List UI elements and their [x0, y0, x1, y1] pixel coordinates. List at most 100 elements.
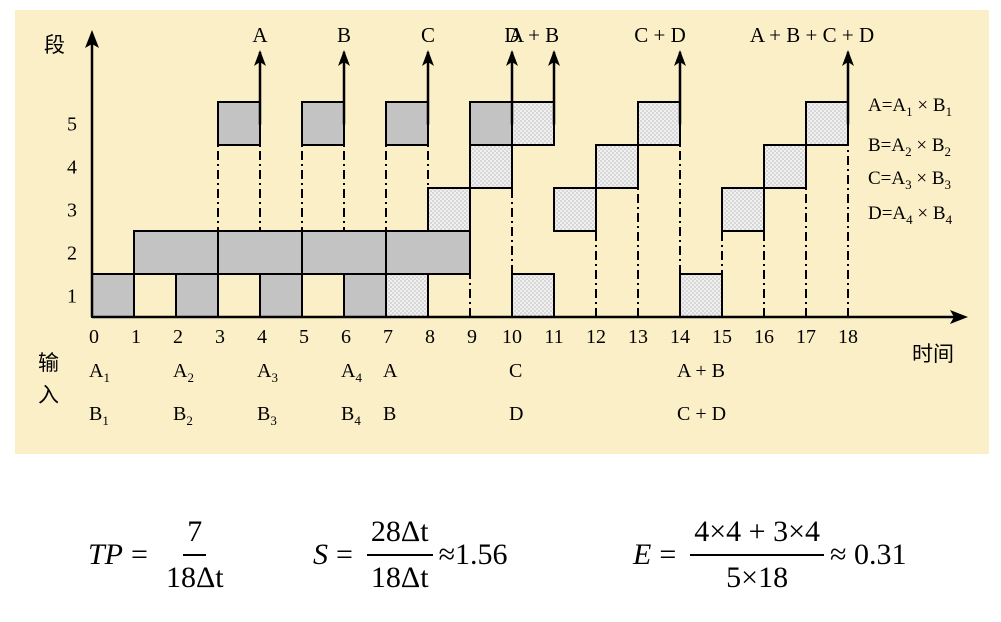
output-arrowhead-icon — [506, 50, 518, 66]
output-label: C — [421, 23, 435, 47]
pipeline-block-dotted — [721, 187, 765, 232]
formula-throughput: TP = 7 18Δt — [88, 512, 234, 598]
x-tick-label: 18 — [838, 326, 858, 348]
input-operand: C — [509, 360, 522, 382]
input-operand: B2 — [173, 403, 193, 428]
legend-item-d: D=A4 × B4 — [868, 203, 953, 227]
input-operand: B1 — [89, 403, 109, 428]
output-arrowhead-icon — [842, 50, 854, 66]
pipeline-block-dotted — [595, 144, 639, 189]
y-tick-label: 2 — [67, 243, 77, 265]
legend-item-c: C=A3 × B3 — [868, 168, 951, 192]
x-tick-label: 1 — [131, 326, 141, 348]
pipeline-block-dotted — [427, 187, 471, 232]
formula-tp-denominator: 18Δt — [165, 561, 224, 594]
x-tick-label: 11 — [544, 326, 563, 348]
formula-tp-fraction: 7 18Δt — [162, 512, 228, 598]
output-label: A — [252, 23, 268, 47]
output-arrows — [254, 50, 854, 125]
input-operand: A1 — [89, 360, 110, 385]
formula-e-denominator: 5×18 — [726, 561, 789, 594]
formula-s-denominator: 18Δt — [370, 561, 429, 594]
pipeline-block-gray — [175, 273, 219, 318]
formula-s-eq: = — [336, 538, 353, 571]
pipeline-block-dotted — [469, 144, 513, 189]
pipeline-block-gray — [301, 230, 387, 275]
x-tick-label: 0 — [89, 326, 99, 348]
pipeline-block-dotted — [511, 273, 555, 318]
input-operand: A4 — [341, 360, 362, 385]
pipeline-block-gray — [259, 273, 303, 318]
output-label: D — [504, 23, 519, 47]
legend-item-b: B=A2 × B2 — [868, 135, 951, 159]
y-tick-label: 5 — [67, 114, 77, 136]
input-operand: A + B — [677, 360, 725, 382]
x-tick-label: 3 — [215, 326, 225, 348]
formula-tp-lhs: TP — [88, 538, 124, 571]
pipeline-block-gray — [133, 230, 219, 275]
input-operand: C + D — [677, 403, 726, 425]
x-tick-label: 16 — [754, 326, 774, 348]
output-arrowhead-icon — [254, 50, 266, 66]
pipeline-block-gray — [217, 101, 261, 146]
pipeline-block-gray — [385, 101, 429, 146]
formula-s-numerator: 28Δt — [366, 512, 433, 556]
input-operand: B4 — [341, 403, 361, 428]
x-tick-label: 8 — [425, 326, 435, 348]
output-label: C + D — [634, 23, 686, 47]
pipeline-block-gray — [469, 101, 513, 146]
output-arrowhead-icon — [548, 50, 560, 66]
formula-efficiency: E = 4×4 + 3×4 5×18 ≈ 0.31 — [633, 512, 906, 598]
output-label: A + B + C + D — [750, 23, 874, 47]
x-axis-arrow-icon — [950, 310, 968, 324]
pipeline-block-gray — [343, 273, 387, 318]
x-tick-label: 10 — [502, 326, 522, 348]
input-operand: D — [509, 403, 523, 425]
input-operand: A3 — [257, 360, 278, 385]
formula-speedup: S = 28Δt 18Δt ≈1.56 — [313, 512, 508, 598]
x-tick-label: 4 — [257, 326, 267, 348]
pipeline-block-dotted — [385, 273, 429, 318]
y-tick-label: 1 — [67, 286, 77, 308]
pipeline-block-dotted — [763, 144, 807, 189]
formula-s-approx: ≈1.56 — [438, 538, 508, 571]
output-arrowhead-icon — [422, 50, 434, 66]
input-operand: A2 — [173, 360, 194, 385]
x-tick-label: 14 — [670, 326, 690, 348]
x-tick-label: 6 — [341, 326, 351, 348]
x-tick-label: 2 — [173, 326, 183, 348]
x-axis-title: 时间 — [912, 342, 954, 366]
output-arrowhead-icon — [338, 50, 350, 66]
x-tick-label: 12 — [586, 326, 606, 348]
pipeline-block-dotted — [805, 101, 849, 146]
pipeline-block-gray — [91, 273, 135, 318]
pipeline-block-dotted — [637, 101, 681, 146]
input-label-top: 输 — [38, 351, 59, 375]
formula-e-fraction: 4×4 + 3×4 5×18 — [690, 512, 825, 598]
pipeline-blocks — [91, 101, 849, 318]
legend-item-a: A=A1 × B1 — [868, 95, 952, 119]
y-tick-labels: 1 2 3 4 5 — [67, 114, 77, 308]
formula-e-lhs: E — [633, 538, 652, 571]
output-arrowhead-icon — [674, 50, 686, 66]
formula-s-lhs: S — [313, 538, 328, 571]
y-tick-label: 3 — [67, 200, 77, 222]
y-axis-title: 段 — [44, 33, 65, 57]
y-tick-label: 4 — [67, 157, 77, 179]
legend: A=A1 × B1 B=A2 × B2 C=A3 × B3 D=A4 × B4 — [868, 95, 953, 227]
x-tick-label: 17 — [796, 326, 816, 348]
formula-e-eq: = — [659, 538, 677, 571]
formula-e-numerator: 4×4 + 3×4 — [690, 512, 825, 556]
y-axis-arrow-icon — [85, 30, 99, 48]
x-tick-label: 13 — [628, 326, 648, 348]
output-label: B — [337, 23, 351, 47]
input-operand: A — [383, 360, 398, 382]
pipeline-block-dotted — [511, 101, 555, 146]
x-tick-label: 7 — [383, 326, 393, 348]
x-tick-label: 5 — [299, 326, 309, 348]
x-tick-label: 15 — [712, 326, 732, 348]
pipeline-block-gray — [385, 230, 471, 275]
